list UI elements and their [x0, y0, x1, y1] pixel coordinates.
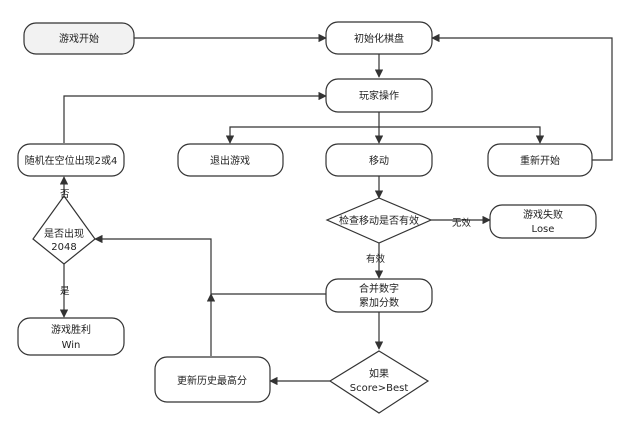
node-restart: 重新开始 — [487, 143, 593, 177]
node-start: 游戏开始 — [23, 22, 135, 55]
edge-play-restart — [379, 126, 545, 144]
edge-play-exit — [225, 126, 379, 144]
svg-text:是否出现: 是否出现 — [44, 227, 84, 240]
svg-text:移动: 移动 — [369, 154, 389, 167]
node-merge-numbers: 合并数字 累加分数 — [325, 278, 433, 313]
node-game-lose: 游戏失败 Lose — [489, 204, 597, 239]
svg-text:随机在空位出现2或4: 随机在空位出现2或4 — [25, 154, 118, 167]
node-check-move-valid: 检查移动是否有效 — [325, 197, 433, 244]
node-exit-game: 退出游戏 — [177, 143, 284, 177]
svg-text:Win: Win — [62, 340, 81, 351]
node-player-action: 玩家操作 — [325, 78, 433, 113]
node-spawn-2-or-4: 随机在空位出现2或4 — [17, 143, 125, 177]
svg-text:合并数字: 合并数字 — [359, 282, 399, 295]
label-valid: 有效 — [366, 253, 386, 265]
svg-text:Score>Best: Score>Best — [350, 383, 409, 394]
node-if-score-gt-best: 如果 Score>Best — [328, 350, 430, 414]
label-yes: 是 — [60, 286, 70, 297]
label-invalid: 无效 — [452, 217, 472, 229]
node-init-board: 初始化棋盘 — [325, 21, 433, 55]
svg-text:游戏胜利: 游戏胜利 — [51, 323, 91, 336]
svg-text:游戏开始: 游戏开始 — [59, 32, 99, 45]
svg-text:初始化棋盘: 初始化棋盘 — [354, 32, 404, 45]
svg-text:累加分数: 累加分数 — [359, 296, 399, 309]
node-move: 移动 — [325, 143, 433, 177]
svg-text:更新历史最高分: 更新历史最高分 — [177, 374, 247, 387]
svg-text:检查移动是否有效: 检查移动是否有效 — [339, 214, 419, 227]
edge-spawn-play — [63, 91, 327, 143]
svg-text:如果: 如果 — [369, 367, 389, 380]
node-game-win: 游戏胜利 Win — [17, 317, 125, 356]
svg-text:Lose: Lose — [532, 224, 555, 235]
label-no: 否 — [60, 189, 70, 200]
svg-text:2048: 2048 — [51, 242, 76, 253]
svg-text:玩家操作: 玩家操作 — [359, 89, 399, 102]
svg-text:退出游戏: 退出游戏 — [210, 154, 250, 167]
node-update-best: 更新历史最高分 — [154, 356, 271, 403]
svg-text:游戏失败: 游戏失败 — [523, 208, 563, 221]
svg-text:重新开始: 重新开始 — [520, 154, 560, 167]
edge-restart-init — [431, 33, 613, 161]
node-check-2048: 是否出现 2048 — [32, 194, 96, 265]
edges — [59, 33, 613, 386]
edge-join-check2048 — [94, 234, 212, 294]
